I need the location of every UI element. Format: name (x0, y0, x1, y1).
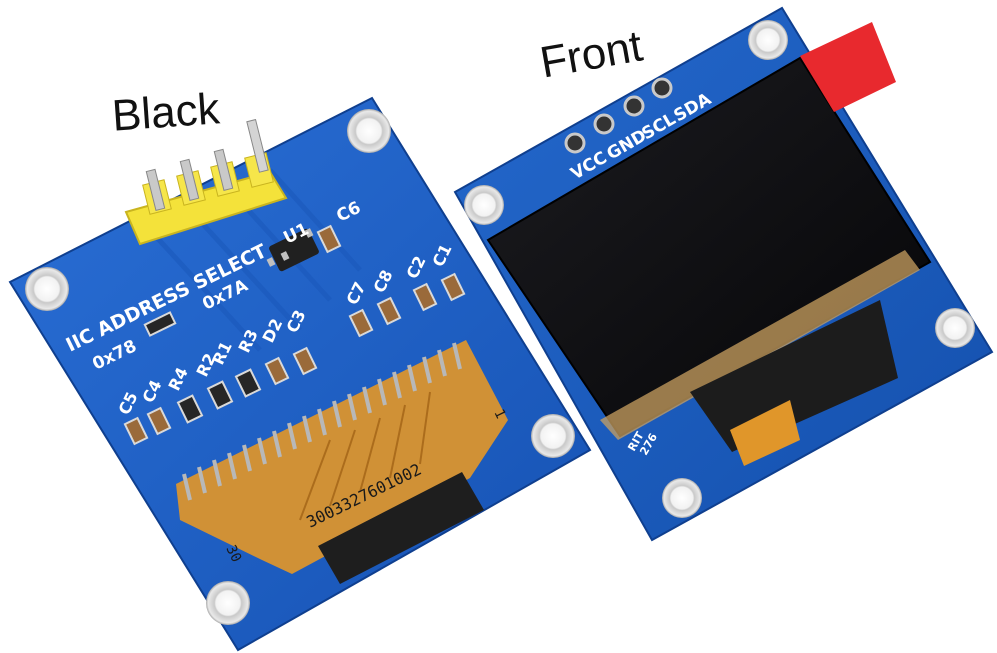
smd-components (123, 224, 466, 446)
front-flex (690, 300, 898, 452)
ic-u1 (266, 228, 319, 272)
oled-screen (486, 56, 932, 438)
mounting-hole (464, 185, 504, 225)
mounting-hole (662, 478, 702, 518)
mounting-hole (531, 414, 575, 458)
front-board: VCC GND SCL SDA RIT 276 (453, 6, 994, 542)
fpc-pin-30: 30 (222, 543, 244, 565)
flex-cable: 3003327601002 30 1 (176, 340, 508, 584)
mounting-hole (935, 308, 975, 348)
mounting-hole (25, 267, 69, 311)
mounting-hole (347, 109, 391, 153)
protective-film-tab (800, 22, 896, 112)
pin-header (124, 118, 288, 246)
back-board: IIC ADDRESS SELECT 0x78 0x7A U1 C6 C7 C8… (8, 96, 592, 652)
mounting-hole (748, 20, 788, 60)
front-pin-pads (564, 77, 673, 154)
mounting-hole (206, 581, 250, 625)
